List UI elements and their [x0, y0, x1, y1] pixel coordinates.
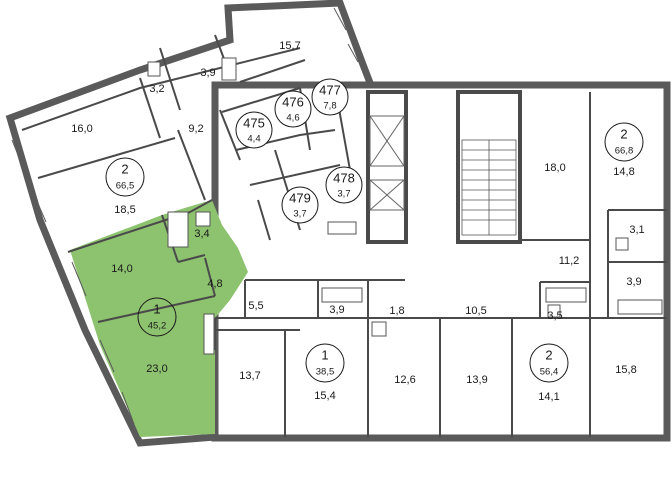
- room-area-label: 14,1: [538, 391, 559, 403]
- apartment-marker[interactable]: 2 66,8: [604, 122, 644, 162]
- unit-number: 477: [319, 82, 341, 97]
- apartment-marker[interactable]: 2 56,4: [529, 343, 569, 383]
- apartment-area: 66,5: [116, 181, 135, 192]
- room-area-label: 3,5: [547, 310, 562, 322]
- bathroom-fixtures: [147, 57, 663, 355]
- room-area-label: 15,7: [279, 40, 300, 52]
- room-area-label: 10,5: [465, 305, 486, 317]
- room-area-label: 18,5: [114, 204, 135, 216]
- room-area-label: 11,2: [559, 255, 580, 267]
- room-area-label: 15,8: [615, 364, 636, 376]
- apartment-area: 66,8: [615, 146, 634, 157]
- storage-unit-marker[interactable]: 475 4,4: [235, 111, 273, 149]
- apartment-rooms: 2: [121, 161, 128, 176]
- room-area-label: 18,0: [544, 162, 565, 174]
- room-area-label: 3,9: [200, 67, 215, 79]
- room-area-label: 1,8: [389, 305, 404, 317]
- apartment-marker[interactable]: 2 66,5: [105, 157, 145, 197]
- room-area-label: 15,4: [314, 390, 335, 402]
- left-wing-windows: [11, 7, 359, 425]
- storage-unit-marker[interactable]: 478 3,7: [325, 166, 363, 204]
- apartment-rooms: 1: [153, 301, 160, 316]
- selected-apartment-fill[interactable]: [70, 200, 248, 437]
- unit-number: 479: [289, 190, 311, 205]
- apartment-area: 45,2: [148, 321, 167, 332]
- unit-area: 4,4: [247, 134, 260, 145]
- room-area-label: 3,9: [626, 276, 641, 288]
- apartment-rooms: 1: [321, 347, 328, 362]
- room-area-label: 13,7: [239, 370, 260, 382]
- unit-area: 3,7: [293, 209, 306, 220]
- storage-unit-marker[interactable]: 477 7,8: [311, 78, 349, 116]
- room-area-label: 13,9: [466, 374, 487, 386]
- room-area-label: 3,4: [194, 228, 209, 240]
- apartment-rooms: 2: [545, 347, 552, 362]
- room-area-label: 5,5: [248, 300, 263, 312]
- room-area-label: 14,0: [111, 263, 132, 275]
- room-area-label: 16,0: [71, 123, 92, 135]
- apartment-rooms: 2: [620, 126, 627, 141]
- unit-number: 475: [243, 115, 265, 130]
- right-block-windows: [230, 86, 666, 437]
- storage-unit-marker[interactable]: 476 4,6: [274, 90, 312, 128]
- apartment-marker[interactable]: 1 38,5: [305, 343, 345, 383]
- room-area-label: 14,8: [613, 166, 634, 178]
- room-area-label: 3,1: [629, 224, 644, 236]
- unit-area: 3,7: [337, 189, 350, 200]
- room-area-label: 23,0: [146, 363, 167, 375]
- unit-area: 4,6: [286, 113, 299, 124]
- room-area-label: 9,2: [188, 123, 203, 135]
- unit-number: 476: [282, 94, 304, 109]
- room-area-label: 4,8: [207, 278, 222, 290]
- apartment-marker-selected[interactable]: 1 45,2: [137, 297, 177, 337]
- storage-unit-marker[interactable]: 479 3,7: [281, 186, 319, 224]
- unit-area: 7,8: [323, 101, 336, 112]
- apartment-area: 56,4: [540, 367, 559, 378]
- core: [366, 90, 522, 244]
- apartment-area: 38,5: [316, 367, 335, 378]
- room-area-label: 12,6: [394, 374, 415, 386]
- unit-number: 478: [333, 170, 355, 185]
- room-area-label: 3,2: [149, 83, 164, 95]
- room-area-label: 3,9: [329, 304, 344, 316]
